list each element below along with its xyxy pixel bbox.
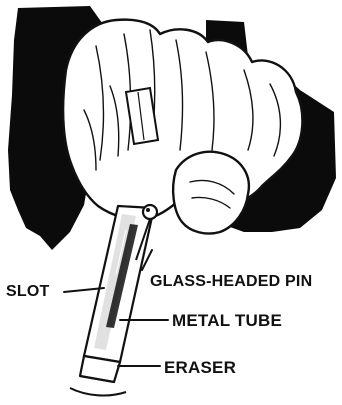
label-metal-tube: METAL TUBE	[172, 311, 282, 330]
label-glass-headed-pin: GLASS-HEADED PIN	[150, 273, 312, 290]
eraser-drawing	[70, 356, 126, 395]
metal-tube-drawing	[84, 206, 154, 362]
label-eraser: ERASER	[164, 358, 236, 377]
label-slot: SLOT	[6, 283, 49, 300]
